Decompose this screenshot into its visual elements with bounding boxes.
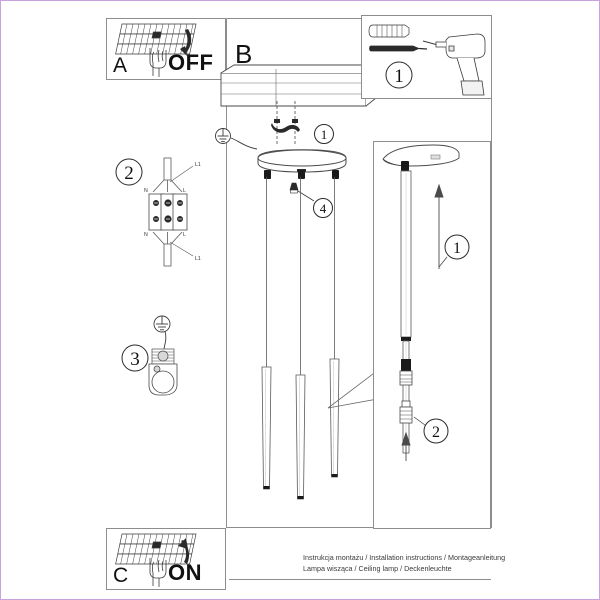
arrow-down-icon <box>180 29 192 56</box>
footer-text-block: Instrukcja montażu / Installation instru… <box>303 552 553 574</box>
detail-callout-2-number: 2 <box>432 424 440 441</box>
panel-step-1: 1 <box>361 15 492 99</box>
pendant-group <box>256 177 356 507</box>
hand-icon <box>149 558 167 587</box>
wire-label-n-top: N <box>144 188 148 194</box>
fuse-box-icon <box>115 533 197 565</box>
wire-label-n-bottom: N <box>144 232 148 238</box>
footer-divider <box>229 579 491 580</box>
wire-label-l1-top: L1 <box>195 162 201 168</box>
step-1-number: 1 <box>394 66 404 87</box>
panel-c-switch-on: C ON <box>106 528 226 590</box>
step-2-number: 2 <box>124 163 134 184</box>
panel-c-label: C <box>113 564 128 587</box>
detail-insert-arrow <box>401 431 411 461</box>
callout-1-number: 1 <box>321 127 328 142</box>
wire-label-l1-bottom: L1 <box>195 256 201 262</box>
power-drill-icon <box>422 33 486 96</box>
panel-b-label: B <box>235 39 252 70</box>
footer-line-1: Instrukcja montażu / Installation instru… <box>303 553 506 562</box>
rod-adjust-arrow <box>434 183 444 269</box>
earth-ground-icon <box>153 315 171 333</box>
pendant-right <box>329 177 340 478</box>
hand-icon <box>149 48 167 77</box>
arrow-up-icon <box>178 538 190 564</box>
callout-ceiling-screw: 1 <box>313 123 335 145</box>
wire-label-l-top: L <box>183 188 186 194</box>
detail-bulb-icon <box>399 400 413 424</box>
cable-grommets <box>262 170 344 182</box>
callout-cable-clamp: 4 <box>312 197 334 219</box>
cable-clamp-icon <box>289 182 299 194</box>
callout-4-number: 4 <box>320 201 327 216</box>
panel-a-label: A <box>113 54 127 77</box>
panel-b-label-text: B <box>235 39 253 69</box>
panel-step-2: 2 <box>113 156 223 268</box>
screw-icon <box>369 45 428 52</box>
terminal-cables <box>152 157 183 267</box>
screw-icon <box>271 119 300 133</box>
ceiling-screws-group <box>266 101 346 149</box>
pendant-left <box>261 177 272 490</box>
panel-c-action-word: ON <box>168 560 202 585</box>
detail-socket <box>399 359 413 386</box>
pendant-middle <box>295 177 306 500</box>
panel-a-action-word: OFF <box>168 50 214 75</box>
wire-label-l-bottom: L <box>183 232 186 238</box>
panel-detail-pendant: 1 <box>373 141 491 529</box>
earth-ground-symbol-main <box>213 127 273 165</box>
step-3-number: 3 <box>130 349 140 370</box>
detail-grommet <box>401 161 409 171</box>
terminal-block-icon <box>148 193 188 231</box>
panel-a-switch-off: A OFF <box>106 18 226 80</box>
earth-ground-icon <box>215 128 231 144</box>
footer-line-2: Lampa wisząca / Ceiling lamp / Deckenleu… <box>303 564 452 574</box>
fuse-box-icon <box>115 23 197 55</box>
detail-callout-1-number: 1 <box>453 240 461 257</box>
panel-step-3: 3 <box>119 313 221 401</box>
canopy-disc <box>256 149 348 175</box>
socket-body <box>148 363 178 396</box>
wall-plug-icon <box>368 24 410 38</box>
lamp-socket-icon <box>151 348 175 365</box>
